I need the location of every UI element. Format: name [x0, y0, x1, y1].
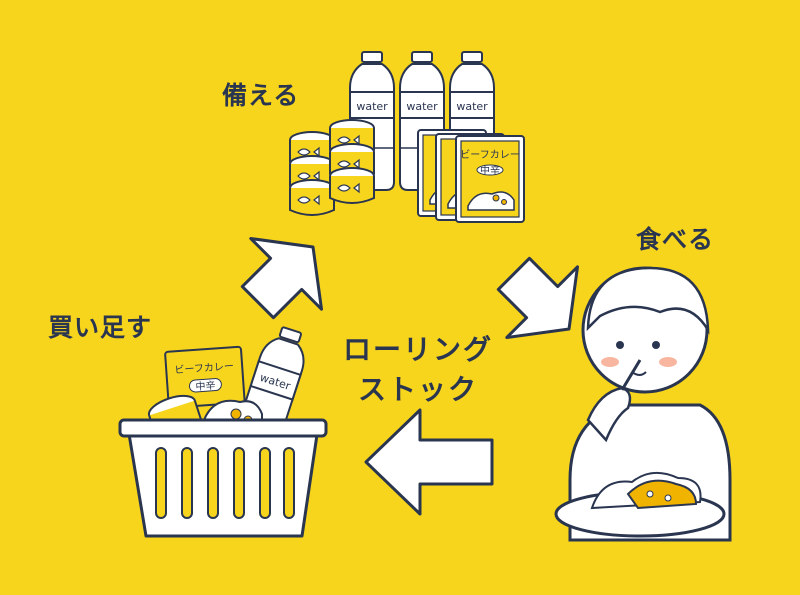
title-line-1: ローリング	[342, 333, 493, 366]
water-bottle-2: water	[399, 51, 445, 191]
arrow-eat-to-buy	[364, 408, 494, 516]
label-eat: 食べる	[636, 225, 715, 254]
svg-text:中辛: 中辛	[480, 164, 500, 177]
diagram-title: ローリング ストック	[318, 330, 518, 410]
svg-text:中辛: 中辛	[195, 379, 216, 393]
label-buy: 買い足す	[48, 313, 153, 342]
basket	[118, 418, 328, 538]
arrow-prepare-to-eat	[496, 256, 579, 339]
basket-curry-pack: ビーフカレー 中辛	[164, 345, 246, 409]
plate-of-curry	[554, 471, 726, 538]
svg-text:water: water	[406, 100, 438, 113]
svg-text:water: water	[356, 100, 388, 113]
curry-pack-front: ビーフカレー 中辛	[455, 135, 525, 223]
svg-text:ビーフカレー: ビーフカレー	[460, 149, 519, 161]
shopping-basket-group: ビーフカレー 中辛 water	[118, 322, 328, 538]
arrow-buy-to-prepare	[240, 237, 323, 320]
water-bottle-3: water	[449, 51, 495, 191]
svg-text:water: water	[456, 100, 488, 113]
stockpile-group: water water water	[289, 51, 525, 223]
water-bottle-1: water	[349, 51, 395, 191]
person-hand-spoon	[586, 359, 642, 443]
label-prepare: 備える	[222, 81, 300, 110]
svg-text:ビーフカレー: ビーフカレー	[174, 360, 234, 376]
person-eating-group	[554, 266, 732, 542]
can-stack-left	[289, 131, 335, 216]
can-stack-right	[329, 119, 375, 204]
person-head	[581, 266, 710, 394]
basket-water-bottle: water	[227, 322, 314, 470]
title-line-2: ストック	[357, 373, 478, 406]
